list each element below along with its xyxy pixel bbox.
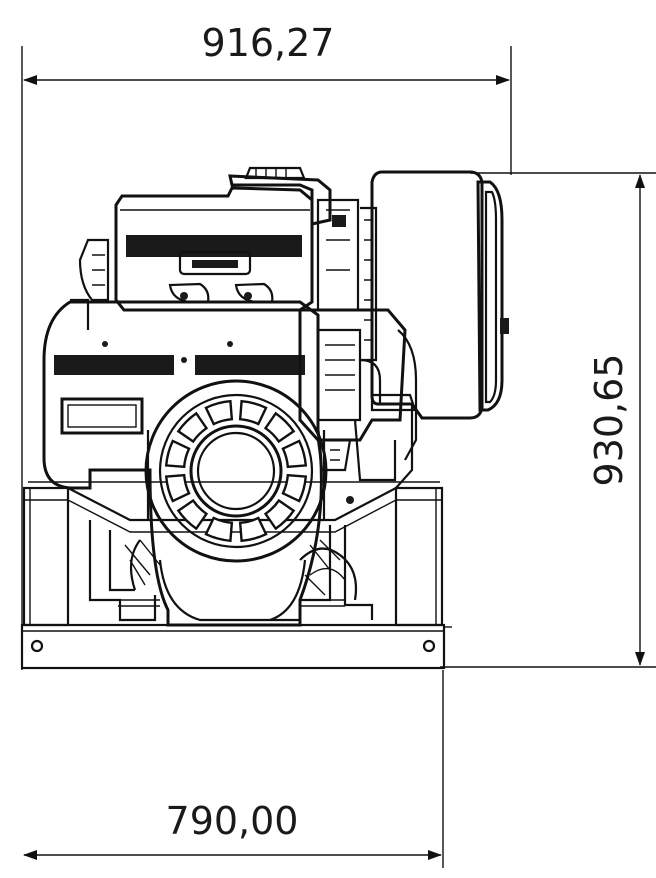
- starter-vent-slot: [164, 439, 191, 469]
- starter-vent-slot: [164, 473, 191, 503]
- mounting-hole-right: [422, 639, 436, 653]
- tank-label-bar: [126, 235, 302, 257]
- left-mechanics: [70, 238, 110, 330]
- base-frame: [20, 623, 452, 670]
- starter-vent-slot: [281, 473, 308, 503]
- dimension-label-base-width: 790,00: [166, 799, 299, 843]
- recoil-starter: [144, 379, 328, 563]
- name-plate: [60, 397, 144, 435]
- frame-posts: [22, 481, 444, 627]
- starter-vent-slot: [204, 516, 234, 543]
- dimension-label-overall-height: 930,65: [587, 354, 631, 487]
- alternator-bolt: [500, 318, 509, 334]
- cooling-slot-left: [54, 355, 174, 375]
- engine-crankcase: [42, 300, 323, 627]
- starter-vents: [164, 399, 308, 543]
- fuel-tank: [114, 186, 314, 312]
- starter-vent-slot: [263, 411, 296, 444]
- dimension-base-width: 790,00: [23, 670, 444, 868]
- wiring: [129, 539, 358, 601]
- starter-vent-slot: [176, 498, 209, 531]
- cooling-slot-right: [195, 355, 305, 375]
- starter-vent-slot: [263, 498, 296, 531]
- dimension-overall-width: 916,27: [21, 21, 512, 670]
- alternator: [360, 170, 509, 489]
- mounting-hole-left: [30, 639, 44, 653]
- starter-vent-slot: [281, 439, 308, 469]
- starter-vent-slot: [176, 411, 209, 444]
- engine-supports: [88, 520, 374, 622]
- dimension-label-overall-width: 916,27: [202, 21, 335, 65]
- dimension-overall-height: 930,65: [440, 172, 656, 668]
- starter-vent-slot: [238, 516, 268, 543]
- starter-vent-slot: [204, 399, 234, 426]
- starter-vent-slot: [238, 399, 268, 426]
- air-filter: [228, 166, 360, 312]
- right-mechanics: [298, 308, 418, 504]
